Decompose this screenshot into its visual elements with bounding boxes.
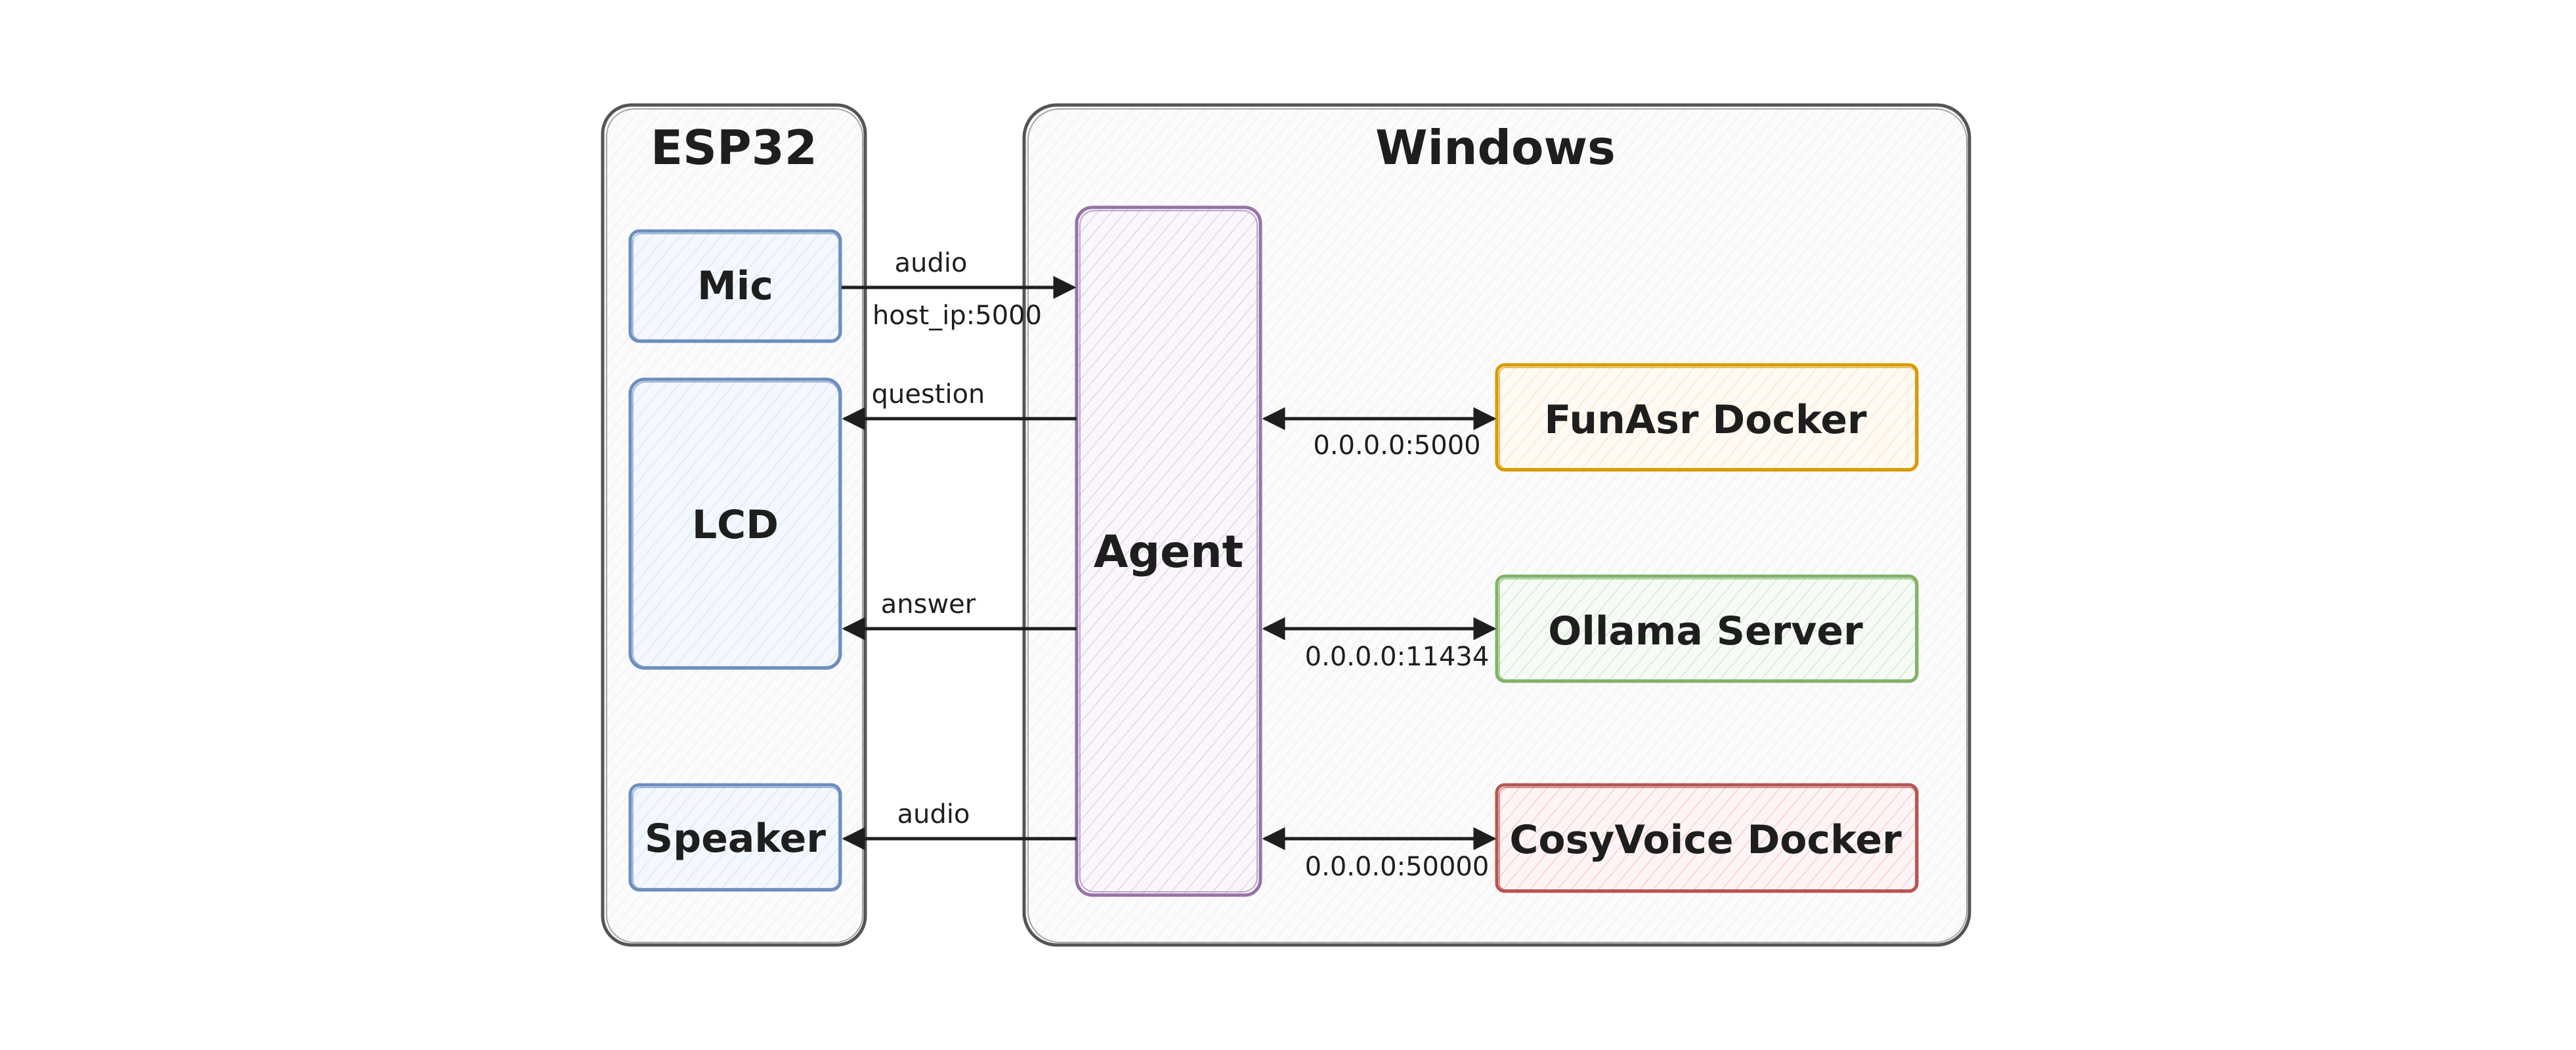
edge-question-label: question — [872, 379, 985, 410]
windows-title: Windows — [1375, 120, 1616, 175]
ollama-label: Ollama Server — [1548, 608, 1863, 654]
agent-node: Agent — [1075, 205, 1262, 897]
edge-cosyvoice-port-label: 0.0.0.0:50000 — [1305, 852, 1490, 882]
funasr-label: FunAsr Docker — [1544, 397, 1867, 443]
edge-agent-to-lcd-question: question — [842, 379, 1077, 430]
edge-agent-funasr: 0.0.0.0:5000 — [1262, 407, 1497, 461]
edge-agent-cosyvoice: 0.0.0.0:50000 — [1262, 827, 1497, 882]
lcd-label: LCD — [692, 502, 779, 548]
edge-mic-audio-label: audio — [895, 248, 968, 278]
lcd-node: LCD — [628, 377, 842, 670]
mic-node: Mic — [628, 229, 842, 343]
speaker-label: Speaker — [645, 816, 826, 862]
edge-agent-to-lcd-answer: answer — [842, 589, 1077, 640]
agent-label: Agent — [1094, 526, 1243, 578]
ollama-node: Ollama Server — [1495, 574, 1919, 683]
funasr-node: FunAsr Docker — [1495, 363, 1919, 472]
cosyvoice-label: CosyVoice Docker — [1509, 817, 1902, 863]
esp32-title: ESP32 — [651, 120, 817, 175]
edge-speaker-audio-label: audio — [897, 799, 970, 830]
speaker-node: Speaker — [628, 783, 842, 892]
cosyvoice-node: CosyVoice Docker — [1495, 783, 1919, 893]
edge-answer-label: answer — [881, 589, 976, 620]
edge-agent-to-speaker: audio — [842, 799, 1077, 850]
edge-agent-ollama: 0.0.0.0:11434 — [1262, 617, 1497, 672]
edge-ollama-port-label: 0.0.0.0:11434 — [1305, 642, 1490, 672]
edge-mic-host-label: host_ip:5000 — [872, 301, 1042, 331]
edge-funasr-port-label: 0.0.0.0:5000 — [1313, 430, 1480, 461]
mic-label: Mic — [697, 263, 773, 309]
edge-mic-to-agent: audio host_ip:5000 — [842, 248, 1077, 331]
